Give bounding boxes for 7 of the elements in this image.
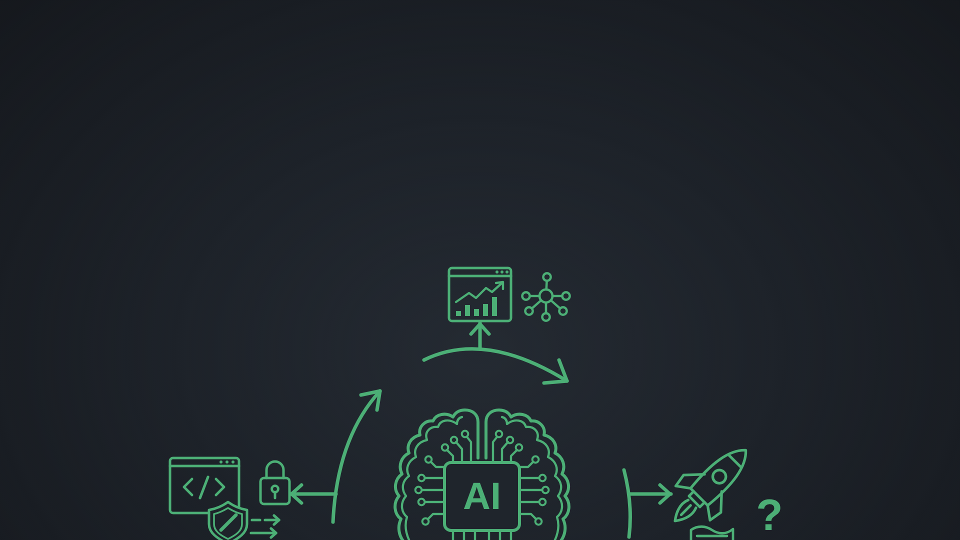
question-mark: ? [756,494,783,538]
browser-chart-icon [447,266,513,323]
arrow [627,483,673,505]
chip-box: AI [443,461,521,532]
arrow [469,321,491,351]
arrow [288,483,338,505]
padlock-icon [258,460,290,506]
